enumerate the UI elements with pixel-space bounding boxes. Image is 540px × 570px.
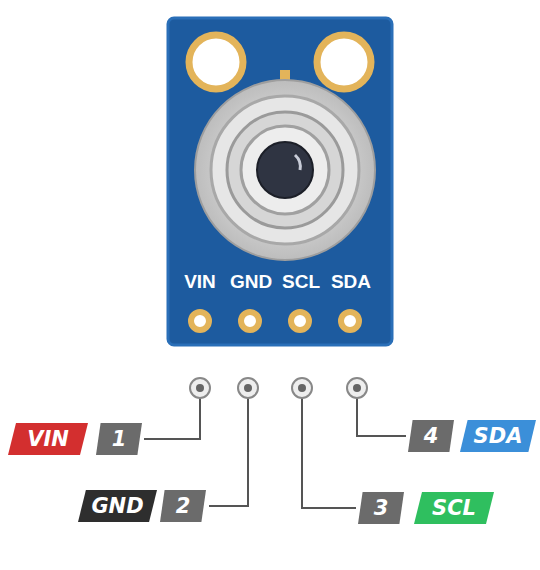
pin-number-box: 1 — [96, 423, 142, 455]
pin-name-tag: GND — [78, 490, 157, 522]
pin-name-tag: VIN — [8, 423, 88, 455]
mounting-hole — [317, 35, 371, 89]
pin-name-tag: SCL — [414, 492, 494, 524]
pin-number: 1 — [112, 427, 127, 451]
silkscreen-pin-label: VIN — [184, 271, 216, 293]
pin-number: 4 — [424, 424, 439, 448]
pin-number-box: 4 — [408, 420, 454, 452]
pcb-board — [168, 18, 392, 345]
pin-name-tag: SDA — [460, 420, 536, 452]
silkscreen-pin-label: SDA — [331, 271, 371, 293]
pin-circle — [190, 378, 367, 398]
pin-number: 3 — [374, 496, 389, 520]
solder-pad — [191, 312, 359, 330]
pin-name: SDA — [474, 424, 523, 448]
pin-number-box: 3 — [358, 492, 404, 524]
silkscreen-pin-label: SCL — [282, 271, 320, 293]
mounting-hole — [189, 35, 243, 89]
pin-number: 2 — [176, 494, 191, 518]
silkscreen-pin-label: GND — [230, 271, 272, 293]
sensor-can — [195, 80, 375, 260]
pin-name: VIN — [27, 427, 69, 451]
pin-number-box: 2 — [160, 490, 206, 522]
pin-name: SCL — [432, 496, 476, 520]
pin-name: GND — [91, 494, 143, 518]
